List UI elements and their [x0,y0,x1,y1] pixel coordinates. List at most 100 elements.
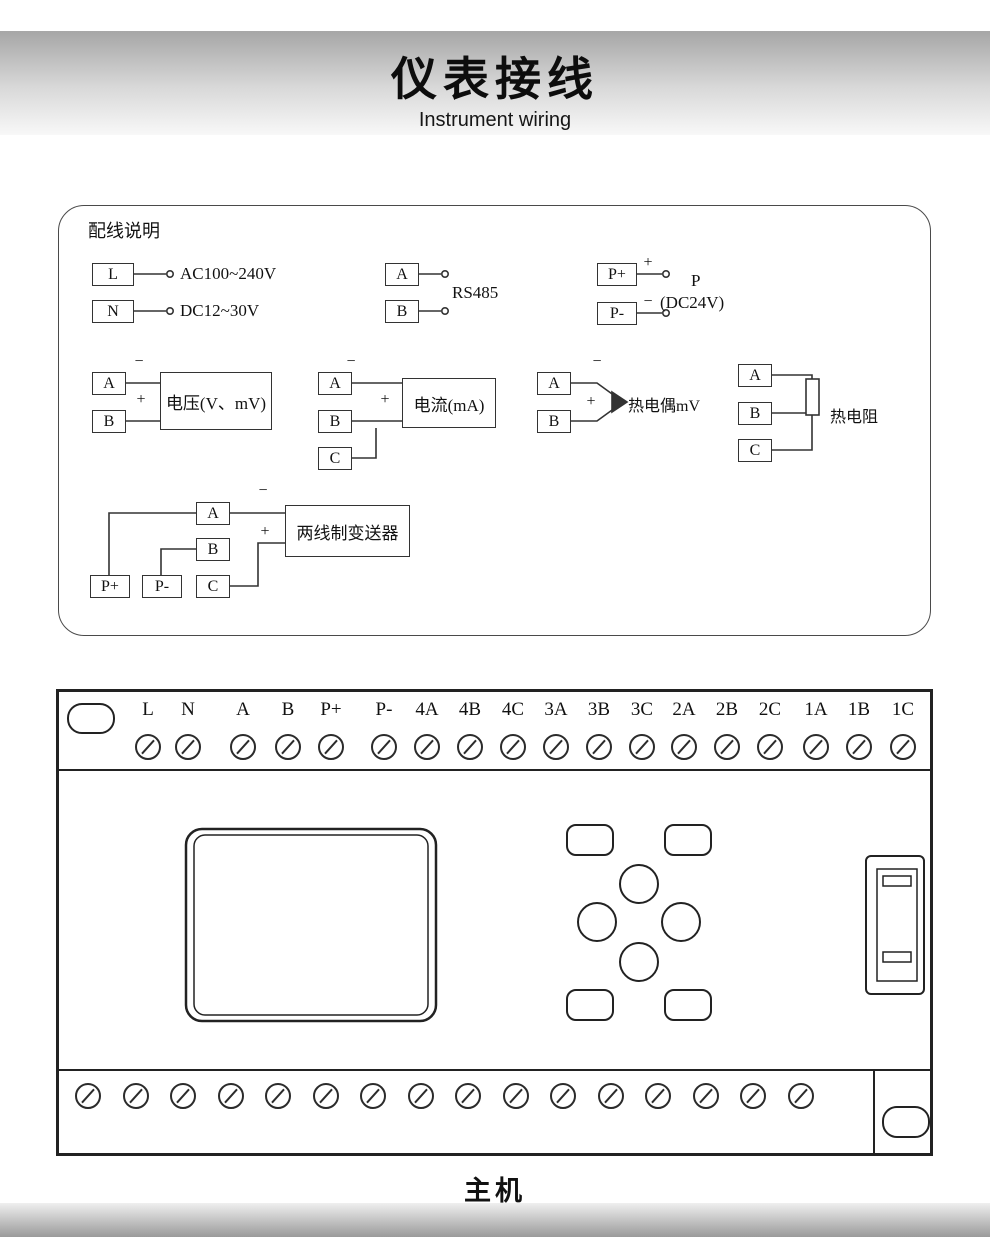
terminal-box-curr-b: B [318,410,352,433]
terminal-box-tx-p-minus: P- [142,575,182,598]
current-plus-sign: + [380,391,390,408]
terminal-label: 1B [847,699,871,720]
display-screen-inner [193,834,429,1016]
terminal-box-rs485-b: B [385,300,419,323]
rs485-label: RS485 [452,283,499,302]
page-title: 仪表接线 [391,53,599,105]
screw-terminal-icon [371,734,397,760]
terminal-label: 4B [458,699,482,720]
button-top-right [664,824,712,856]
tx-plus-sign: + [260,523,270,540]
current-minus-sign: − [346,353,356,370]
terminal-label: A [236,699,250,720]
screw-terminal-icon [757,734,783,760]
voltage-label-box: 电压(V、mV) [160,372,272,430]
bottom-right-slot [882,1106,930,1138]
terminal-box-rs485-a: A [385,263,419,286]
tc-plus-sign: + [586,393,596,410]
screw-terminal-icon [175,734,201,760]
button-top-left [566,824,614,856]
terminal-label: 2C [758,699,782,720]
screw-terminal-icon [503,1083,529,1109]
terminal-box-n: N [92,300,134,323]
power-spec-ac: AC100~240V [180,264,277,283]
tc-label: 热电偶mV [628,398,701,415]
terminal-label: 3A [544,699,568,720]
screw-terminal-icon [313,1083,339,1109]
nav-button-up [619,864,659,904]
screw-terminal-icon [500,734,526,760]
screw-terminal-icon [803,734,829,760]
screw-terminal-icon [586,734,612,760]
screw-terminal-icon [414,734,440,760]
tx-minus-sign: − [258,482,268,499]
screw-terminal-icon [265,1083,291,1109]
terminal-label: L [142,699,154,720]
screw-terminal-icon [645,1083,671,1109]
power-spec-dc: DC12~30V [180,301,260,320]
dc24-plus-sign: + [643,254,653,271]
terminal-label: 2A [672,699,696,720]
footer-band [0,1203,990,1237]
screw-terminal-icon [457,734,483,760]
side-connector [865,855,925,995]
screw-terminal-icon [360,1083,386,1109]
transmitter-label-box: 两线制变送器 [285,505,410,557]
screw-terminal-icon [123,1083,149,1109]
screw-terminal-icon [170,1083,196,1109]
terminal-box-tx-b: B [196,538,230,561]
screw-terminal-icon [455,1083,481,1109]
screw-terminal-icon [598,1083,624,1109]
screw-terminal-icon [230,734,256,760]
terminal-box-volt-b: B [92,410,126,433]
nav-button-down [619,942,659,982]
terminal-box-tc-a: A [537,372,571,395]
button-bottom-left [566,989,614,1021]
screw-terminal-icon [275,734,301,760]
terminal-label: 4C [501,699,525,720]
screw-terminal-icon [693,1083,719,1109]
terminal-label: B [281,699,295,720]
screw-terminal-icon [550,1083,576,1109]
screw-terminal-icon [890,734,916,760]
screw-terminal-icon [846,734,872,760]
header-band: 仪表接线 Instrument wiring [0,31,990,135]
dc24-name: P [691,271,701,290]
rtd-label: 热电阻 [830,409,879,426]
screw-terminal-icon [740,1083,766,1109]
voltage-plus-sign: + [136,391,146,408]
display-screen [184,827,438,1023]
terminal-label: N [181,699,195,720]
terminal-box-p-plus: P+ [597,263,637,286]
dc24-minus-sign: − [643,293,653,310]
terminal-label: 1C [891,699,915,720]
voltage-minus-sign: − [134,353,144,370]
terminal-box-l: L [92,263,134,286]
screw-terminal-icon [788,1083,814,1109]
screw-terminal-icon [318,734,344,760]
terminal-label: 1A [804,699,828,720]
wiring-panel [58,205,931,636]
screw-terminal-icon [135,734,161,760]
terminal-box-tx-a: A [196,502,230,525]
screw-terminal-icon [543,734,569,760]
terminal-box-curr-a: A [318,372,352,395]
terminal-box-p-minus: P- [597,302,637,325]
terminal-label: P+ [320,699,342,720]
terminal-label: 3C [630,699,654,720]
panel-title: 配线说明 [88,221,160,241]
device-caption: 主机 [464,1176,526,1206]
screw-terminal-icon [629,734,655,760]
button-bottom-right [664,989,712,1021]
tc-minus-sign: − [592,353,602,370]
terminal-label: 3B [587,699,611,720]
terminal-box-tx-p-plus: P+ [90,575,130,598]
terminal-box-volt-a: A [92,372,126,395]
nav-button-right [661,902,701,942]
top-left-slot [67,703,115,734]
terminal-box-rtd-c: C [738,439,772,462]
screw-terminal-icon [714,734,740,760]
terminal-box-curr-c: C [318,447,352,470]
dc24-spec: (DC24V) [660,293,725,312]
